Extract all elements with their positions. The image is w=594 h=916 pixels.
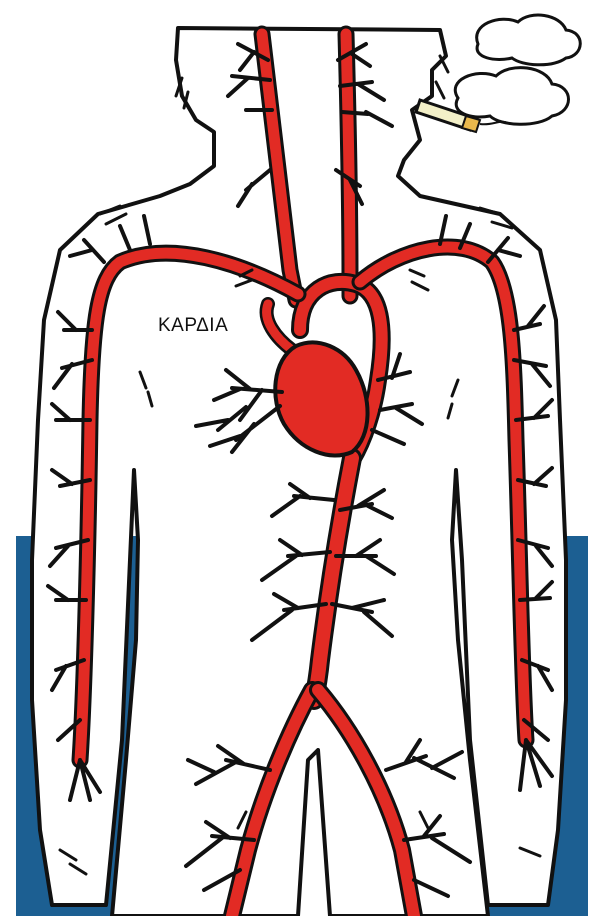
heart-label: ΚΑΡΔΙΑ <box>158 315 228 337</box>
smoke-cloud <box>455 15 580 124</box>
torso-outline <box>32 28 566 916</box>
